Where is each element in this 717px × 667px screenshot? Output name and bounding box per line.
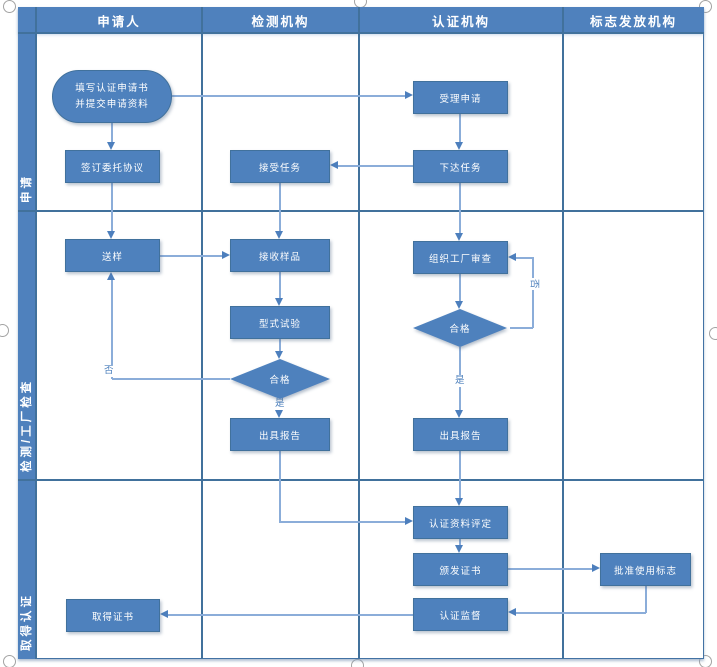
connector [338,165,413,167]
lane-header-band [18,7,704,33]
edge-label-yes: 是 [454,375,466,387]
arrowhead [455,301,463,309]
connector [279,339,281,351]
node-type-test[interactable]: 型式试验 [230,306,330,339]
edge-label-yes: 是 [274,398,286,410]
connector [168,614,413,616]
connector [160,255,222,257]
connector [508,568,592,570]
grid-line [35,7,37,659]
node-sign-agreement[interactable]: 签订委托协议 [65,150,160,183]
arrowhead [455,410,463,418]
node-accept-task[interactable]: 接受任务 [230,150,330,183]
node-fill-application[interactable]: 填写认证申请书 并提交申请资料 [52,70,172,123]
connector [111,280,113,379]
node-assign-task[interactable]: 下达任务 [413,150,508,183]
phase-label-band [18,33,36,659]
node-accept-application[interactable]: 受理申请 [413,81,508,114]
lane-header-mark-issuer: 标志发放机构 [589,14,677,29]
connector [112,378,230,380]
node-issue-certificate[interactable]: 颁发证书 [413,553,508,586]
lane-header-testing-org: 检测机构 [251,14,310,29]
connector [459,114,461,142]
phase-label-obtain-certification: 取得认证 [21,593,33,651]
arrowhead [508,253,516,261]
arrowhead [455,233,463,241]
arrowhead [222,251,230,259]
connector [111,183,113,231]
selection-handle-bottom-center[interactable] [351,659,364,667]
connector [279,521,405,523]
node-get-certificate[interactable]: 取得证书 [66,599,160,632]
node-organize-factory-review[interactable]: 组织工厂审查 [413,241,508,274]
grid-line [18,32,704,34]
arrowhead [107,231,115,239]
node-receive-sample[interactable]: 接收样品 [230,239,330,272]
selection-handle-top-left[interactable] [3,0,16,13]
node-certification-supervision[interactable]: 认证监督 [413,598,508,631]
grid-line [358,7,360,659]
connector [459,539,461,545]
connector [279,451,281,522]
arrowhead [275,298,283,306]
node-issue-report-cert[interactable]: 出具报告 [413,418,508,451]
edge-label-no: 否 [528,277,540,290]
edge-label-no: 否 [103,365,115,377]
arrowhead [592,564,600,572]
arrowhead [275,351,283,359]
grid-line [18,210,704,212]
connector [516,612,646,614]
selection-handle-bottom-left[interactable] [3,655,16,667]
arrowhead [275,410,283,418]
grid-line [201,7,203,659]
arrowhead [330,161,338,169]
connector [279,272,281,298]
arrowhead [275,231,283,239]
grid-line [562,7,564,659]
selection-handle-mid-right[interactable] [709,327,717,340]
connector [645,586,647,613]
node-approve-mark-use[interactable]: 批准使用标志 [600,553,691,586]
arrowhead [455,498,463,506]
connector [459,274,461,301]
selection-handle-mid-left[interactable] [0,324,9,337]
node-send-sample[interactable]: 送样 [65,239,160,272]
connector [532,257,534,328]
node-evaluate-materials[interactable]: 认证资料评定 [413,506,508,539]
connector [510,327,533,329]
node-decision-qualified-test[interactable]: 合格 [230,359,330,399]
arrowhead [508,608,516,616]
connector [516,257,533,259]
arrowhead [107,272,115,280]
phase-label-testing-factory-check: 检测/工厂检查 [21,378,33,472]
connector [279,183,281,231]
connector [172,95,405,97]
connector [459,183,461,233]
arrowhead [107,142,115,150]
arrowhead [405,91,413,99]
connector [459,451,461,498]
arrowhead [455,545,463,553]
arrowhead [405,517,413,525]
node-decision-qualified-review[interactable]: 合格 [413,309,507,347]
lane-header-applicant: 申请人 [97,14,141,29]
lane-header-cert-org: 认证机构 [431,14,490,29]
connector [111,123,113,142]
grid-line [18,479,704,481]
arrowhead [455,142,463,150]
node-issue-report-test[interactable]: 出具报告 [230,418,330,451]
arrowhead [160,610,168,618]
phase-label-application: 申请 [21,174,33,203]
